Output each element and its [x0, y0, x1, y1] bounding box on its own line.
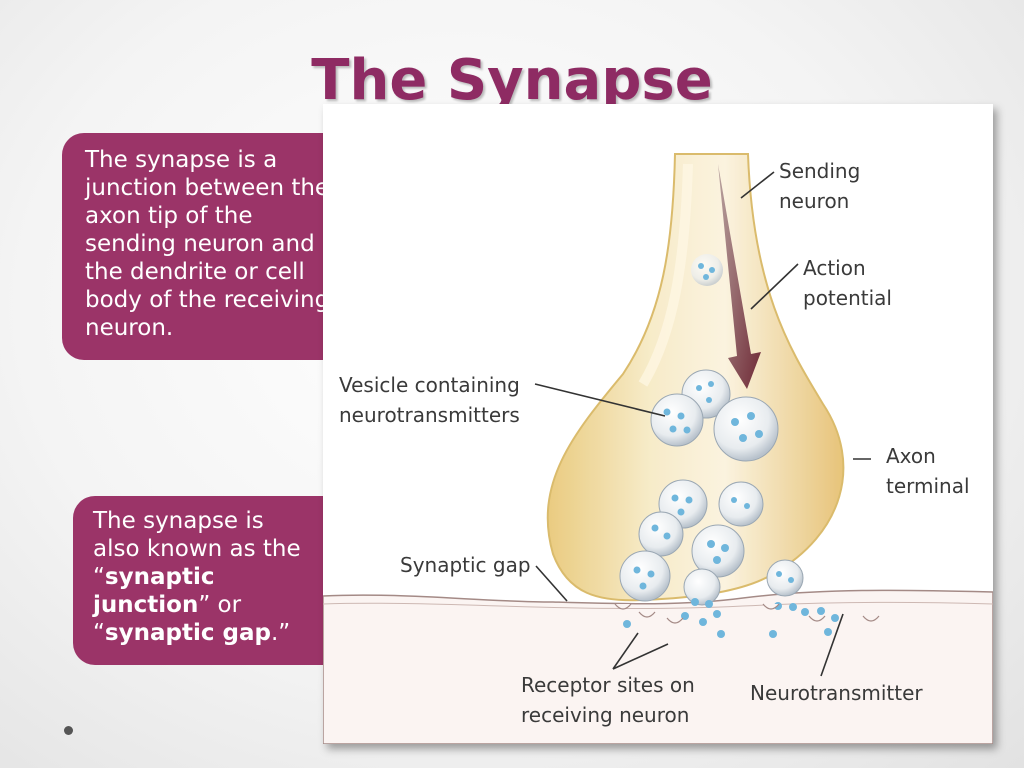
definition-line: body of the receiving	[85, 287, 330, 313]
vesicle-group	[619, 254, 804, 606]
label-receptor-sites: Receptor sites on receiving neuron	[521, 670, 695, 730]
label-vesicle: Vesicle containing neurotransmitters	[339, 370, 520, 430]
label-neurotransmitter: Neurotransmitter	[750, 681, 923, 705]
term-synaptic: synaptic	[104, 564, 215, 590]
label-line: Vesicle containing	[339, 373, 520, 397]
quote-mark: ”	[198, 592, 211, 618]
alias-line: The synapse is	[93, 508, 264, 534]
alias-line: “synaptic	[93, 563, 349, 591]
term-junction: junction	[93, 592, 199, 618]
label-line: Sending	[779, 159, 861, 183]
quote-mark: “	[93, 620, 105, 646]
alias-line: “synaptic gap.”	[93, 619, 349, 647]
alias-textbox: The synapse is also known as the “synapt…	[73, 496, 361, 665]
label-line: Axon	[886, 444, 936, 468]
synapse-illustration	[323, 153, 993, 744]
definition-line: axon tip of the	[85, 203, 253, 229]
definition-line: sending neuron and	[85, 231, 315, 257]
slide-bullet-dot	[64, 726, 73, 735]
conjunction-text: or	[210, 592, 242, 618]
label-axon-terminal: Axon terminal	[886, 441, 970, 501]
term-synaptic-gap: synaptic gap	[104, 620, 271, 646]
definition-line: neuron.	[85, 315, 174, 341]
quote-mark: “	[93, 564, 105, 590]
label-line: neuron	[779, 189, 850, 213]
action-potential-arrow	[718, 164, 761, 389]
receptor-sites	[614, 603, 880, 624]
label-line: terminal	[886, 474, 970, 498]
label-sending-neuron: Sending neuron	[779, 156, 860, 216]
alias-line: also known as the	[93, 536, 301, 562]
definition-line: The synapse is a	[85, 147, 278, 173]
quote-mark: .”	[270, 620, 291, 646]
label-synaptic-gap: Synaptic gap	[400, 553, 531, 577]
definition-line: the dendrite or cell	[85, 259, 305, 285]
label-line: Action	[803, 256, 866, 280]
slide-title: The Synapse	[311, 48, 713, 113]
receiving-neuron-membrane	[323, 589, 993, 744]
label-line: receiving neuron	[521, 703, 690, 727]
definition-line: junction between the	[85, 175, 330, 201]
label-action-potential: Action potential	[803, 253, 892, 313]
label-line: neurotransmitters	[339, 403, 520, 427]
synapse-figure: Sending neuron Action potential Vesicle …	[323, 104, 993, 744]
leader-lines	[534, 171, 871, 677]
label-line: potential	[803, 286, 892, 310]
label-line: Receptor sites on	[521, 673, 695, 697]
neurotransmitter-dots	[623, 263, 839, 638]
alias-line: junction” or	[93, 591, 349, 619]
